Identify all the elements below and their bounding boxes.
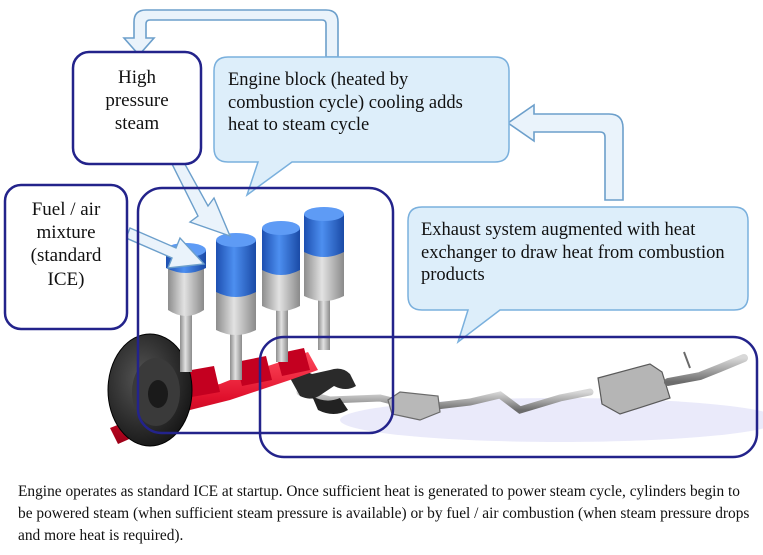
exhaust-label: Exhaust system augmented with heat excha… [421, 220, 725, 286]
piston-3 [262, 221, 300, 362]
engine-block-callout-shape [213, 56, 510, 197]
flywheel [107, 333, 193, 447]
piston-2 [216, 233, 256, 380]
steam-box [71, 50, 203, 166]
steam-loop-arrow [122, 9, 339, 58]
fuel-air-label: Fuel / air mixture (standard ICE) [30, 199, 102, 290]
exhaust-callout-shape [407, 206, 749, 345]
fuel-air-arrow [125, 227, 206, 269]
steam-label: High pressure steam [105, 67, 169, 135]
exhaust-loop-arrow [506, 103, 624, 201]
exhaust-manifold [290, 368, 356, 414]
engine-block-outline [136, 186, 395, 435]
fuel-air-box [3, 183, 129, 331]
exhaust-outline [258, 335, 759, 459]
steam-input-arrow [167, 146, 232, 238]
exhaust-system [296, 351, 763, 442]
piston-4 [304, 207, 344, 350]
caption: Engine operates as standard ICE at start… [18, 483, 750, 544]
engine-block-label: Engine block (heated by combustion cycle… [228, 70, 463, 136]
